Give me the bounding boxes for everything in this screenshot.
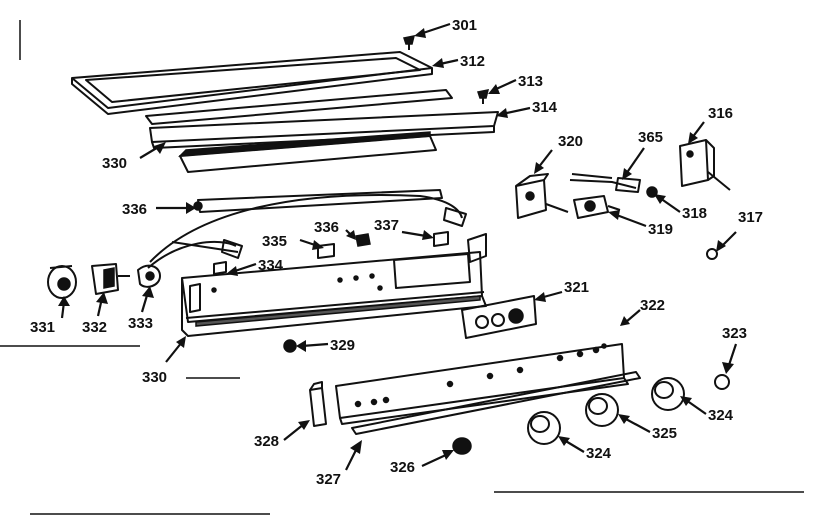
callout-318: 318 xyxy=(682,205,707,222)
callout-314: 314 xyxy=(532,99,558,116)
switch-332 xyxy=(91,263,130,295)
callout-321: 321 xyxy=(564,279,589,296)
callout-330-bottom: 330 xyxy=(142,369,167,386)
callout-335: 335 xyxy=(262,233,287,250)
lamp-wire-harness xyxy=(147,193,467,269)
callout-336-left: 336 xyxy=(122,201,147,218)
control-panel-322 xyxy=(335,343,629,425)
callout-334: 334 xyxy=(258,257,284,274)
callout-301: 301 xyxy=(452,17,477,34)
socket-333 xyxy=(137,264,161,288)
callout-327: 327 xyxy=(316,471,341,488)
knob-324-a xyxy=(527,411,561,445)
callout-337: 337 xyxy=(374,217,399,234)
end-cap-328 xyxy=(309,381,327,427)
callout-336-mid: 336 xyxy=(314,219,339,236)
callout-319: 319 xyxy=(648,221,673,238)
panel-strip xyxy=(145,89,453,125)
nut-317 xyxy=(706,248,718,260)
callout-316: 316 xyxy=(708,105,733,122)
callout-365: 365 xyxy=(638,129,663,146)
callout-331: 331 xyxy=(30,319,55,336)
callout-322: 322 xyxy=(640,297,665,314)
lamp-socket-365 xyxy=(569,173,641,193)
fluorescent-tube xyxy=(193,189,443,213)
callout-333: 333 xyxy=(128,315,153,332)
knob-326 xyxy=(452,437,472,455)
callout-317: 317 xyxy=(738,209,763,226)
callout-320: 320 xyxy=(558,133,583,150)
timer-320 xyxy=(515,173,569,219)
callout-328: 328 xyxy=(254,433,279,450)
callout-326: 326 xyxy=(390,459,415,476)
callout-324-right: 324 xyxy=(708,407,734,424)
baseline-rules xyxy=(0,20,804,515)
top-glass-panel xyxy=(71,51,433,115)
leader-arrows xyxy=(58,22,738,471)
callout-329: 329 xyxy=(330,337,355,354)
callout-325: 325 xyxy=(652,425,677,442)
bracket-316 xyxy=(679,139,731,191)
callout-313: 313 xyxy=(518,73,543,90)
control-panel-frame xyxy=(181,231,487,337)
callout-324-left: 324 xyxy=(586,445,612,462)
callout-323: 323 xyxy=(722,325,747,342)
clip-336 xyxy=(355,233,371,247)
callout-labels: 301 312 313 314 330 336 320 365 316 318 … xyxy=(30,17,763,488)
switch-331 xyxy=(47,265,77,299)
screw-301 xyxy=(403,35,416,50)
knob-325 xyxy=(585,393,619,427)
knob-324-b xyxy=(651,377,685,411)
knob-323 xyxy=(714,374,730,390)
callout-332: 332 xyxy=(82,319,107,336)
trim-strip-327 xyxy=(351,371,641,435)
knob-329 xyxy=(283,339,297,353)
callout-312: 312 xyxy=(460,53,485,70)
bezel-321 xyxy=(461,295,537,339)
callout-330-top: 330 xyxy=(102,155,127,172)
lamp-housing xyxy=(178,131,437,173)
screw-313 xyxy=(477,89,490,104)
